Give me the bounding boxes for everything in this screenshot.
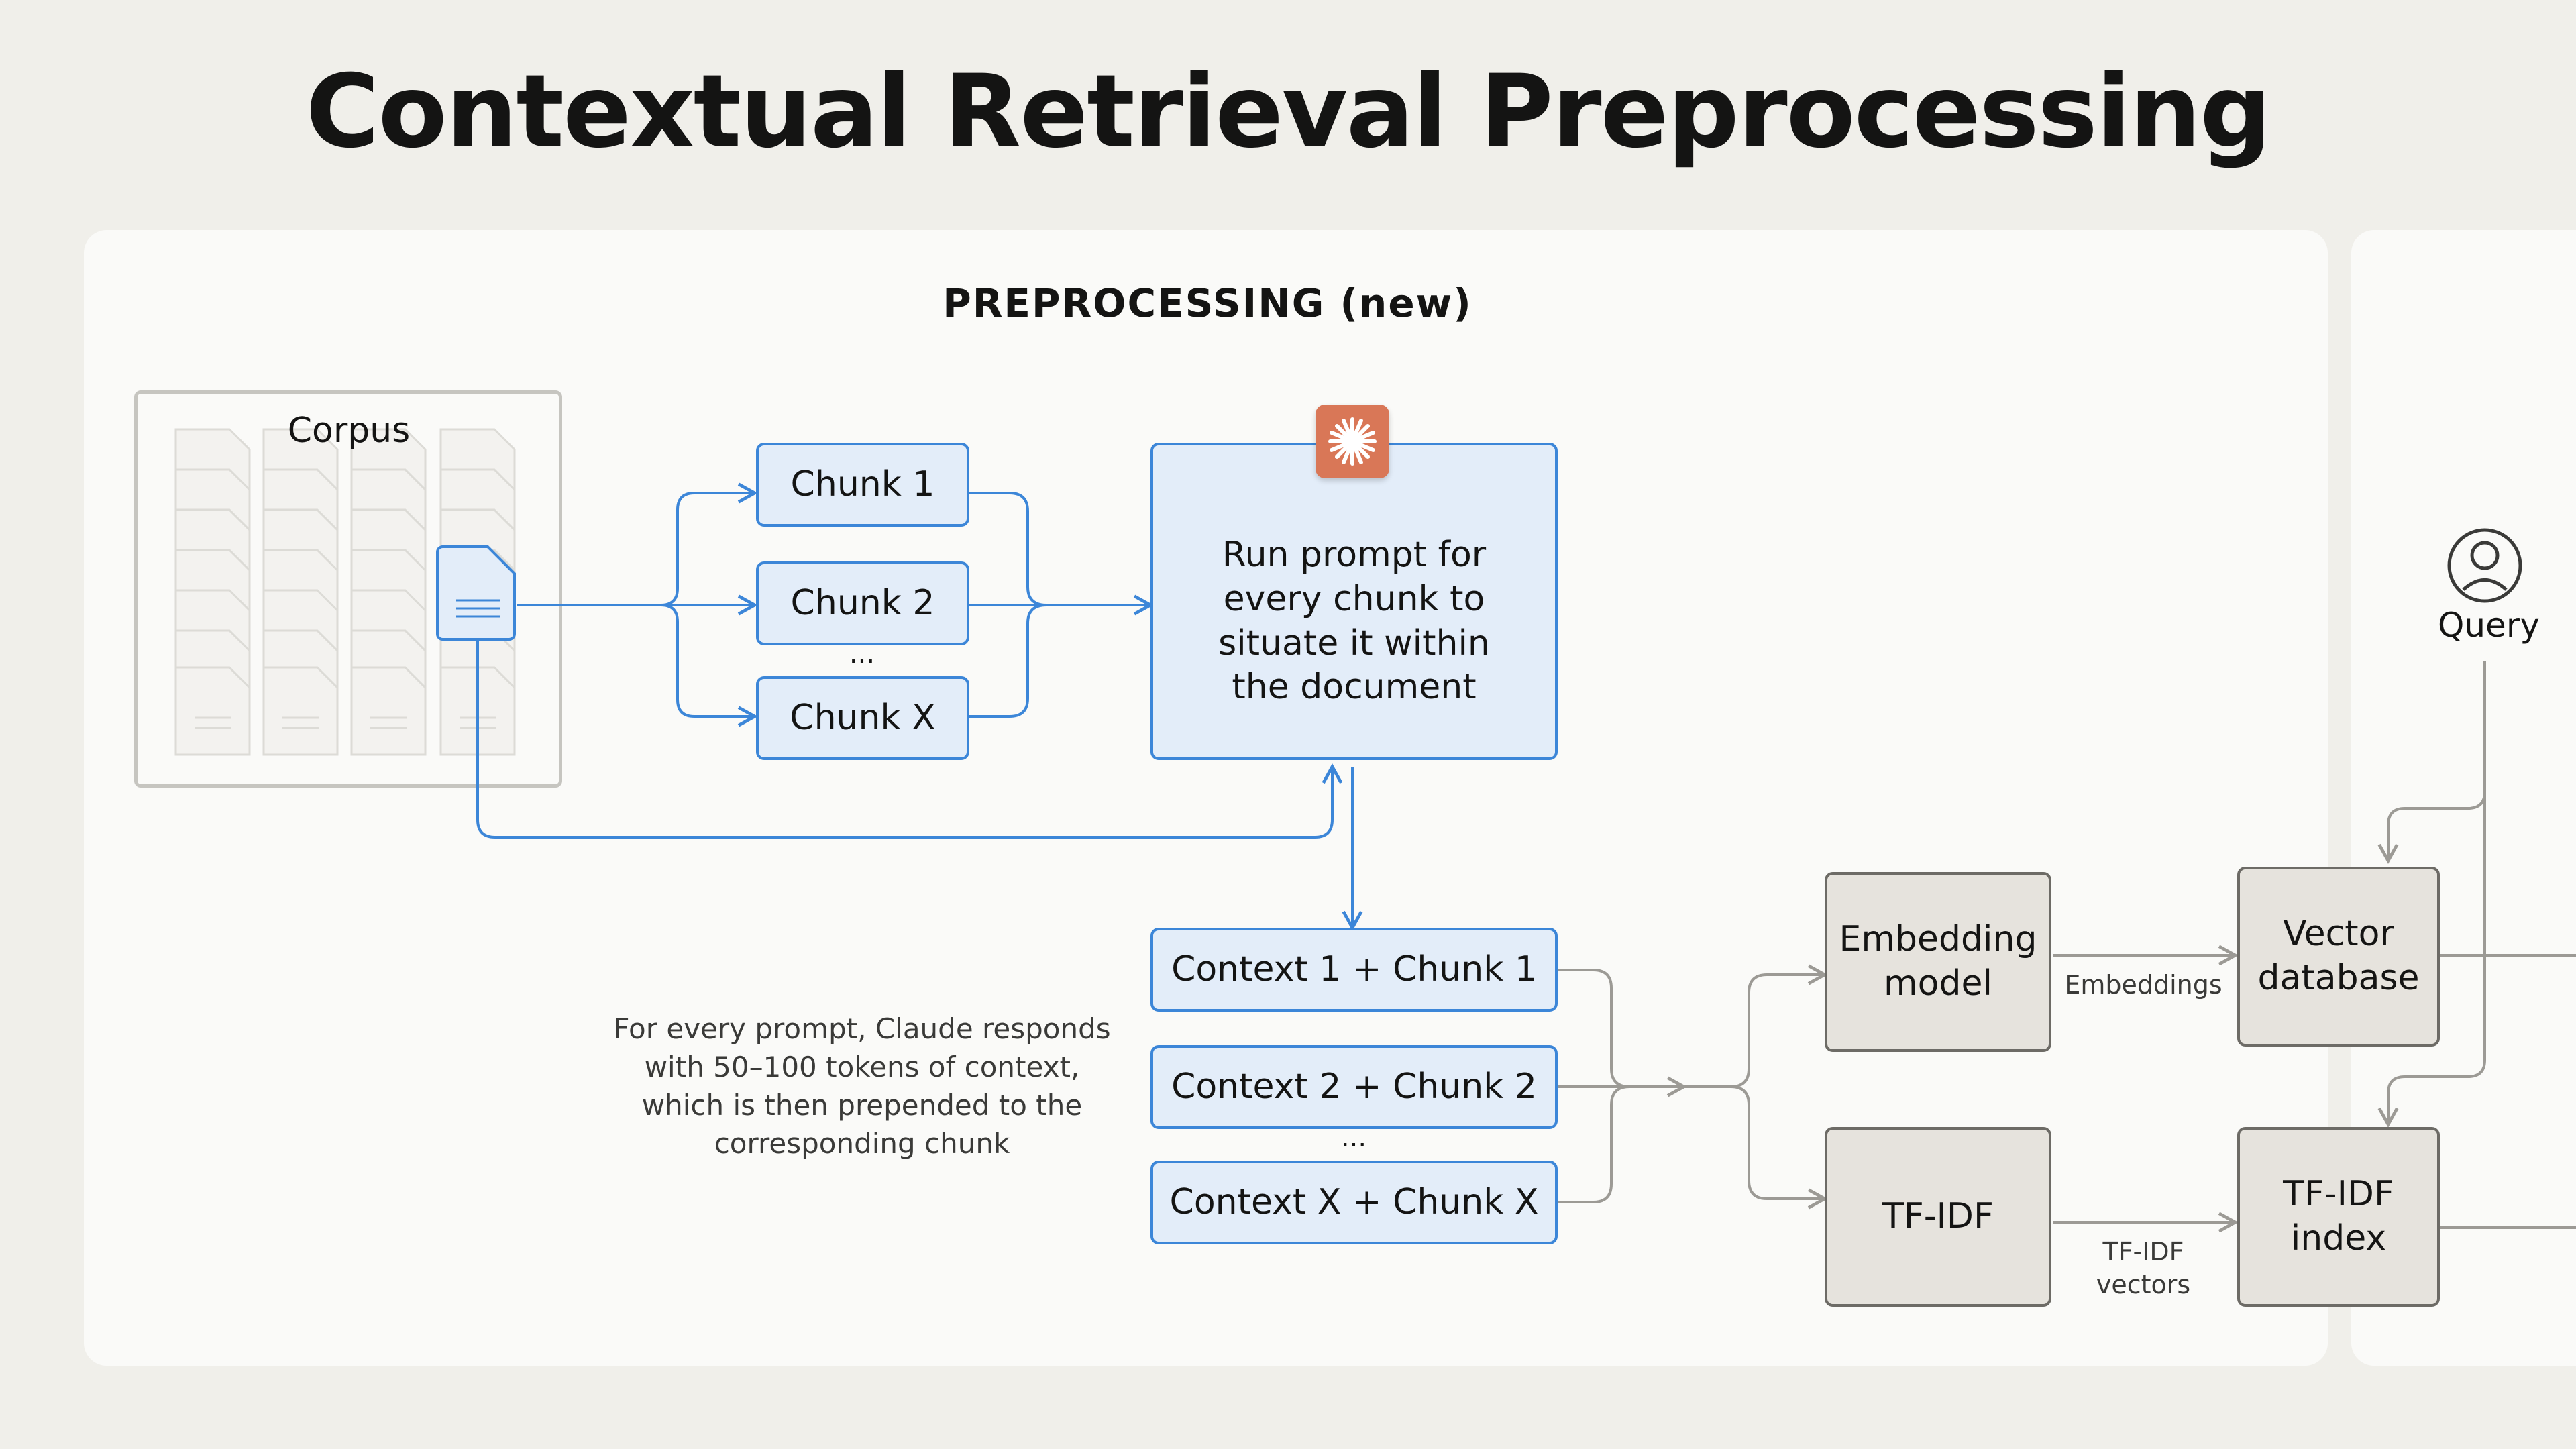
context-chunk-2-label: Context 2 + Chunk 2 (1171, 1066, 1537, 1107)
context-chunk-1: Context 1 + Chunk 1 (1150, 928, 1558, 1012)
claude-sparkle-icon (1316, 405, 1389, 478)
embeddings-edge-label: Embeddings (2064, 970, 2222, 1000)
prompt-step-text: Run prompt for every chunk to situate it… (1218, 535, 1490, 708)
chunk-1: Chunk 1 (756, 443, 969, 527)
corpus-label: Corpus (287, 411, 411, 451)
section-label: PREPROCESSING (new) (943, 280, 1472, 326)
corpus-documents (174, 428, 516, 756)
context-chunk-1-label: Context 1 + Chunk 1 (1171, 949, 1537, 989)
tfidf-label: TF-IDF (1882, 1196, 1994, 1237)
context-chunk-2: Context 2 + Chunk 2 (1150, 1045, 1558, 1129)
claude-context-note: For every prompt, Claude responds with 5… (613, 1012, 1111, 1161)
page-title: Contextual Retrieval Preprocessing (305, 54, 2272, 170)
chunk-1-label: Chunk 1 (790, 464, 935, 504)
chunk-x-label: Chunk X (790, 697, 936, 738)
tfidf-index-box: TF-IDF index (2237, 1127, 2440, 1307)
embedding-model-box: Embedding model (1825, 872, 2051, 1052)
tfidf-vectors-edge-label: TF-IDF vectors (2096, 1237, 2191, 1300)
user-icon (2447, 528, 2522, 603)
chunk-x: Chunk X (756, 676, 969, 760)
vector-database-label: Vector database (2257, 914, 2420, 998)
corpus-box (134, 390, 562, 788)
context-ellipsis: ... (1340, 1122, 1367, 1153)
chunk-ellipsis: ... (849, 639, 875, 669)
context-chunk-x: Context X + Chunk X (1150, 1161, 1558, 1244)
tfidf-index-label: TF-IDF index (2283, 1174, 2394, 1258)
tfidf-box: TF-IDF (1825, 1127, 2051, 1307)
context-chunk-x-label: Context X + Chunk X (1169, 1181, 1539, 1222)
embedding-model-label: Embedding model (1839, 919, 2037, 1004)
source-document-icon (436, 545, 516, 641)
prompt-step-box: Run prompt for every chunk to situate it… (1150, 443, 1558, 760)
query-label: Query (2438, 606, 2540, 645)
vector-database-box: Vector database (2237, 867, 2440, 1046)
chunk-2-label: Chunk 2 (790, 582, 935, 623)
chunk-2: Chunk 2 (756, 561, 969, 645)
